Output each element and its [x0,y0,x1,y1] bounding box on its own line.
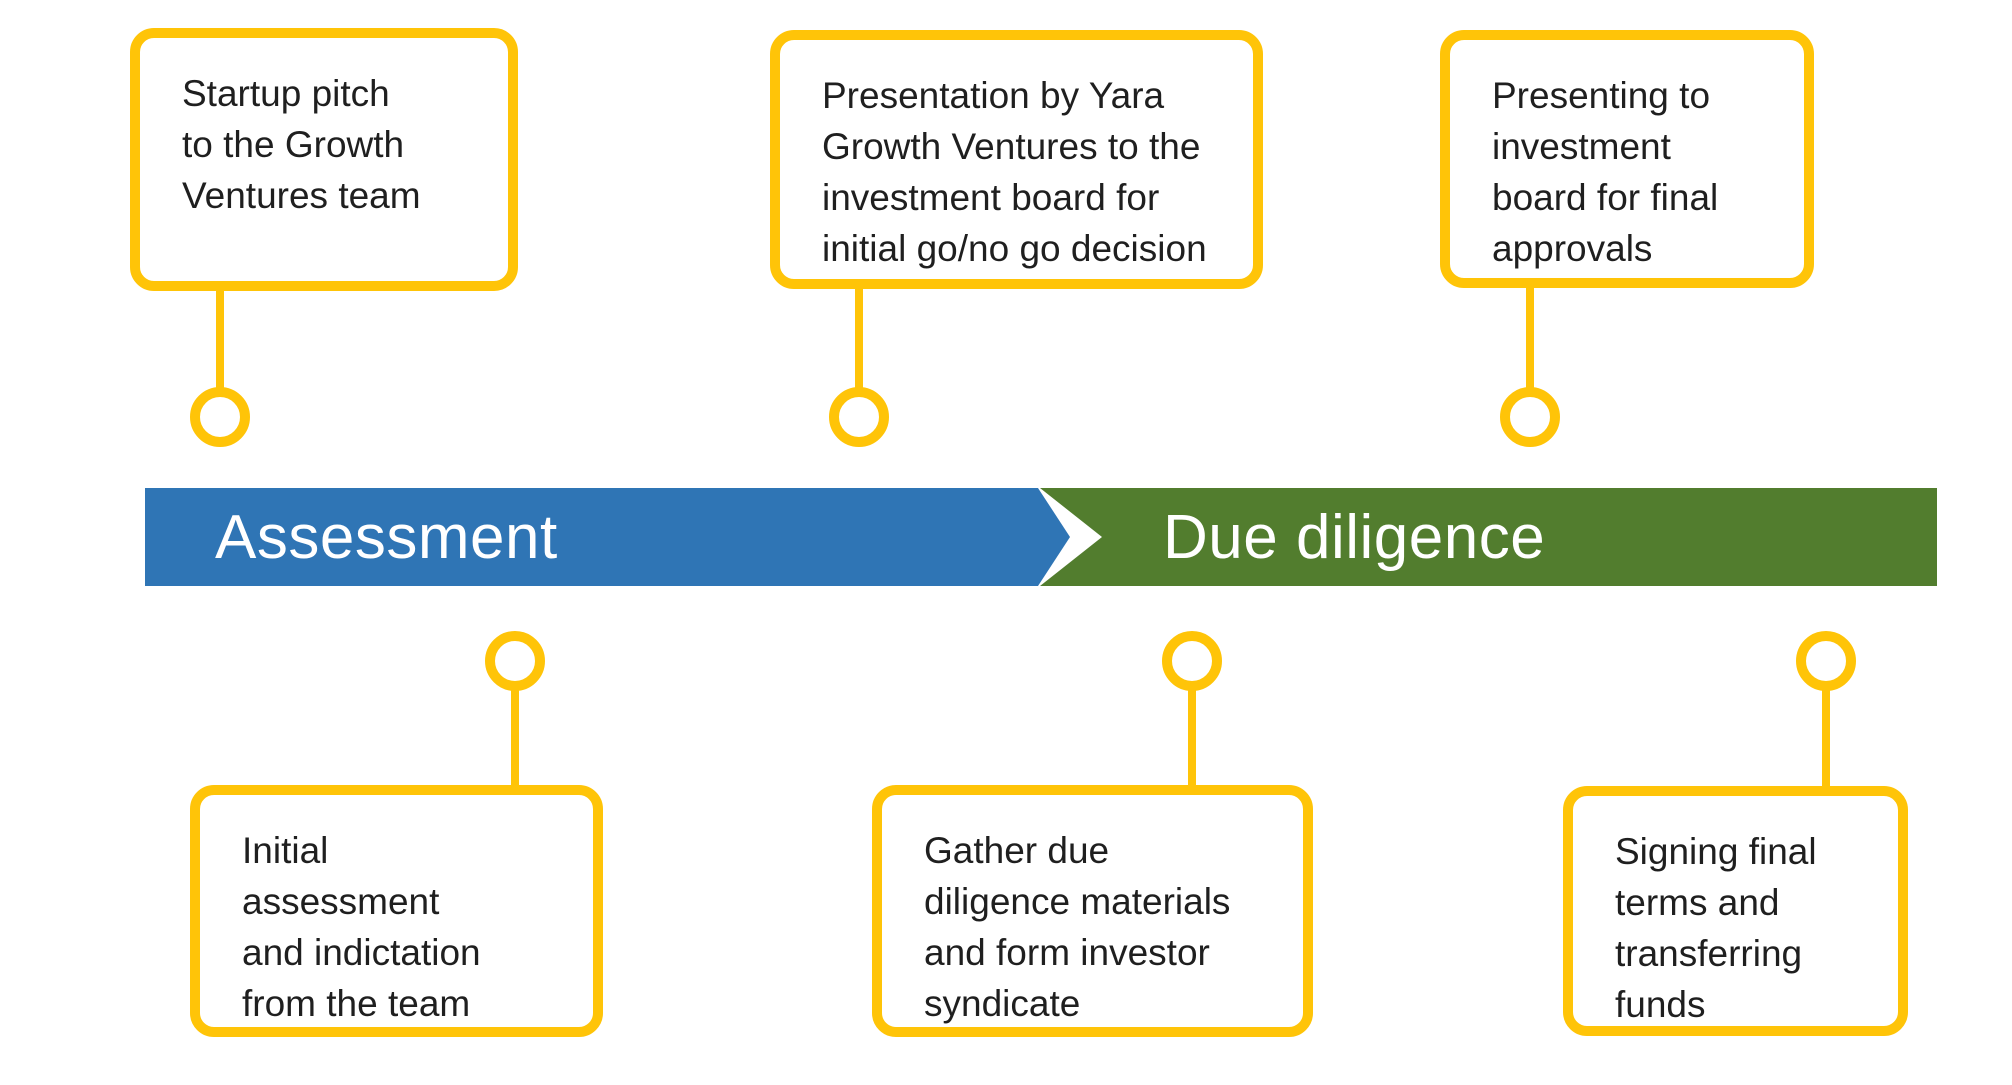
connector-line-bottom-1 [511,686,519,790]
callout-gather-due-diligence-text: Gather due diligence materials and form … [924,830,1231,1025]
callout-presentation-initial-decision-text: Presentation by Yara Growth Ventures to … [822,75,1207,270]
timeline-node-circle-bottom-1 [485,631,545,691]
stage-label-due-diligence: Due diligence [1163,502,1546,572]
callout-startup-pitch: Startup pitch to the Growth Ventures tea… [130,28,518,291]
due-diligence-stage-arrow [1040,488,1937,586]
connector-line-bottom-3 [1822,686,1830,790]
stage-label-assessment: Assessment [215,502,558,572]
connector-line-top-1 [216,284,224,392]
callout-initial-assessment: Initial assessment and indictation from … [190,785,603,1037]
timeline-node-circle-bottom-3 [1796,631,1856,691]
timeline-node-circle-top-2 [829,387,889,447]
callout-initial-assessment-text: Initial assessment and indictation from … [242,830,481,1025]
callout-gather-due-diligence: Gather due diligence materials and form … [872,785,1313,1037]
assessment-stage-arrow [145,488,1070,586]
connector-line-bottom-2 [1188,686,1196,790]
callout-signing-final-terms-text: Signing final terms and transferring fun… [1615,831,1817,1026]
timeline-node-circle-top-3 [1500,387,1560,447]
timeline-node-circle-bottom-2 [1162,631,1222,691]
callout-startup-pitch-text: Startup pitch to the Growth Ventures tea… [182,73,421,217]
callout-presenting-final-approvals-text: Presenting to investment board for final… [1492,75,1719,270]
connector-line-top-3 [1526,288,1534,392]
callout-signing-final-terms: Signing final terms and transferring fun… [1563,786,1908,1036]
connector-line-top-2 [855,288,863,392]
callout-presentation-initial-decision: Presentation by Yara Growth Ventures to … [770,30,1263,289]
timeline-node-circle-top-1 [190,387,250,447]
callout-presenting-final-approvals: Presenting to investment board for final… [1440,30,1814,288]
